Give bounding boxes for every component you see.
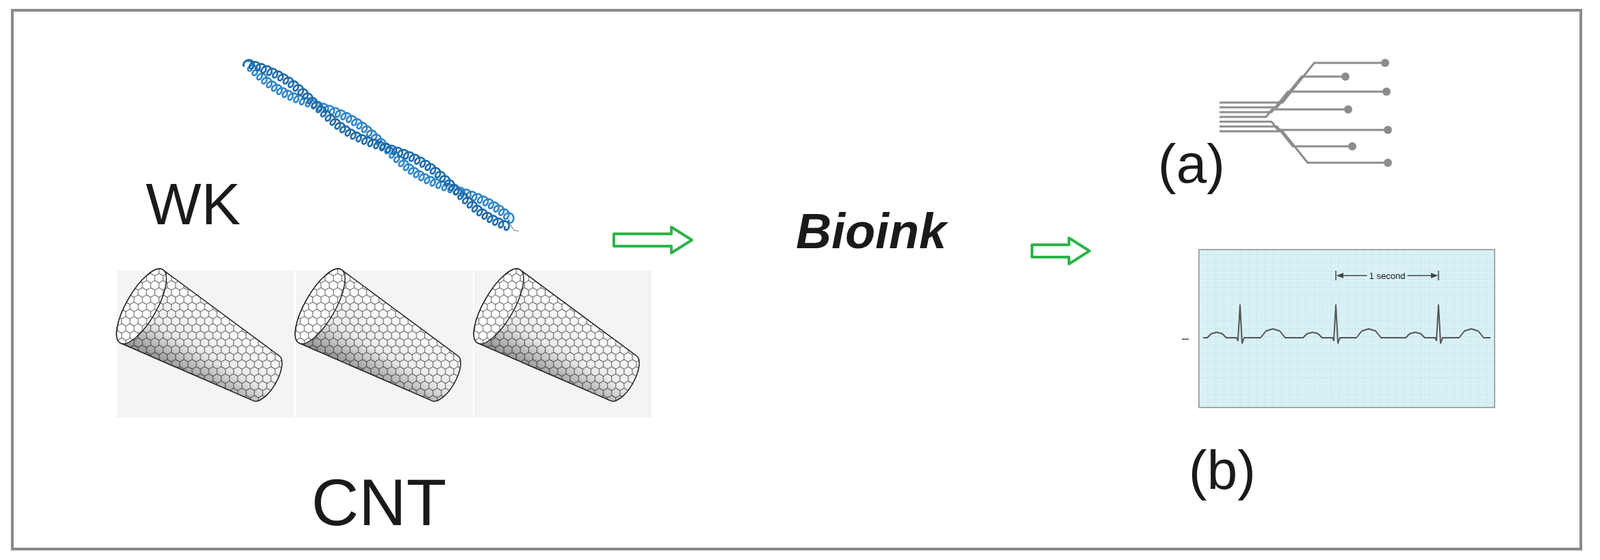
nanotube (464, 262, 655, 421)
circuit-pad (1383, 158, 1392, 167)
panel-label: (a) (1157, 136, 1225, 192)
circuit-pad (1381, 58, 1390, 68)
protein-coiled-coil (239, 53, 526, 239)
nanotube (107, 262, 298, 421)
component-label: CNT (311, 470, 447, 536)
circuit-pad (1382, 87, 1391, 96)
flow-arrow (1031, 238, 1090, 265)
helix-strand (239, 53, 517, 233)
circuit-pad (1348, 142, 1357, 151)
circuit-trace (1219, 126, 1350, 147)
circuit-trace (1219, 62, 1383, 103)
circuit-trace (1219, 131, 1386, 163)
circuit-pad (1341, 72, 1350, 81)
circuit-pad (1344, 105, 1353, 114)
interval-label: 1 second (1367, 271, 1408, 282)
product-label: Bioink (795, 206, 947, 256)
helix-strand (239, 53, 517, 233)
carbon-nanotubes (107, 262, 655, 421)
ecg-trace (1203, 305, 1491, 344)
panel-label: (b) (1188, 443, 1256, 499)
flow-arrow (613, 227, 692, 254)
ecg-panel (1181, 249, 1495, 408)
nanotube (286, 262, 476, 421)
circuit-trace (1219, 109, 1346, 118)
figure-border (12, 10, 1581, 550)
circuit-icon (1219, 58, 1392, 167)
helix-tail (508, 225, 520, 234)
component-label: WK (145, 174, 241, 234)
circuit-pad (1383, 125, 1392, 135)
